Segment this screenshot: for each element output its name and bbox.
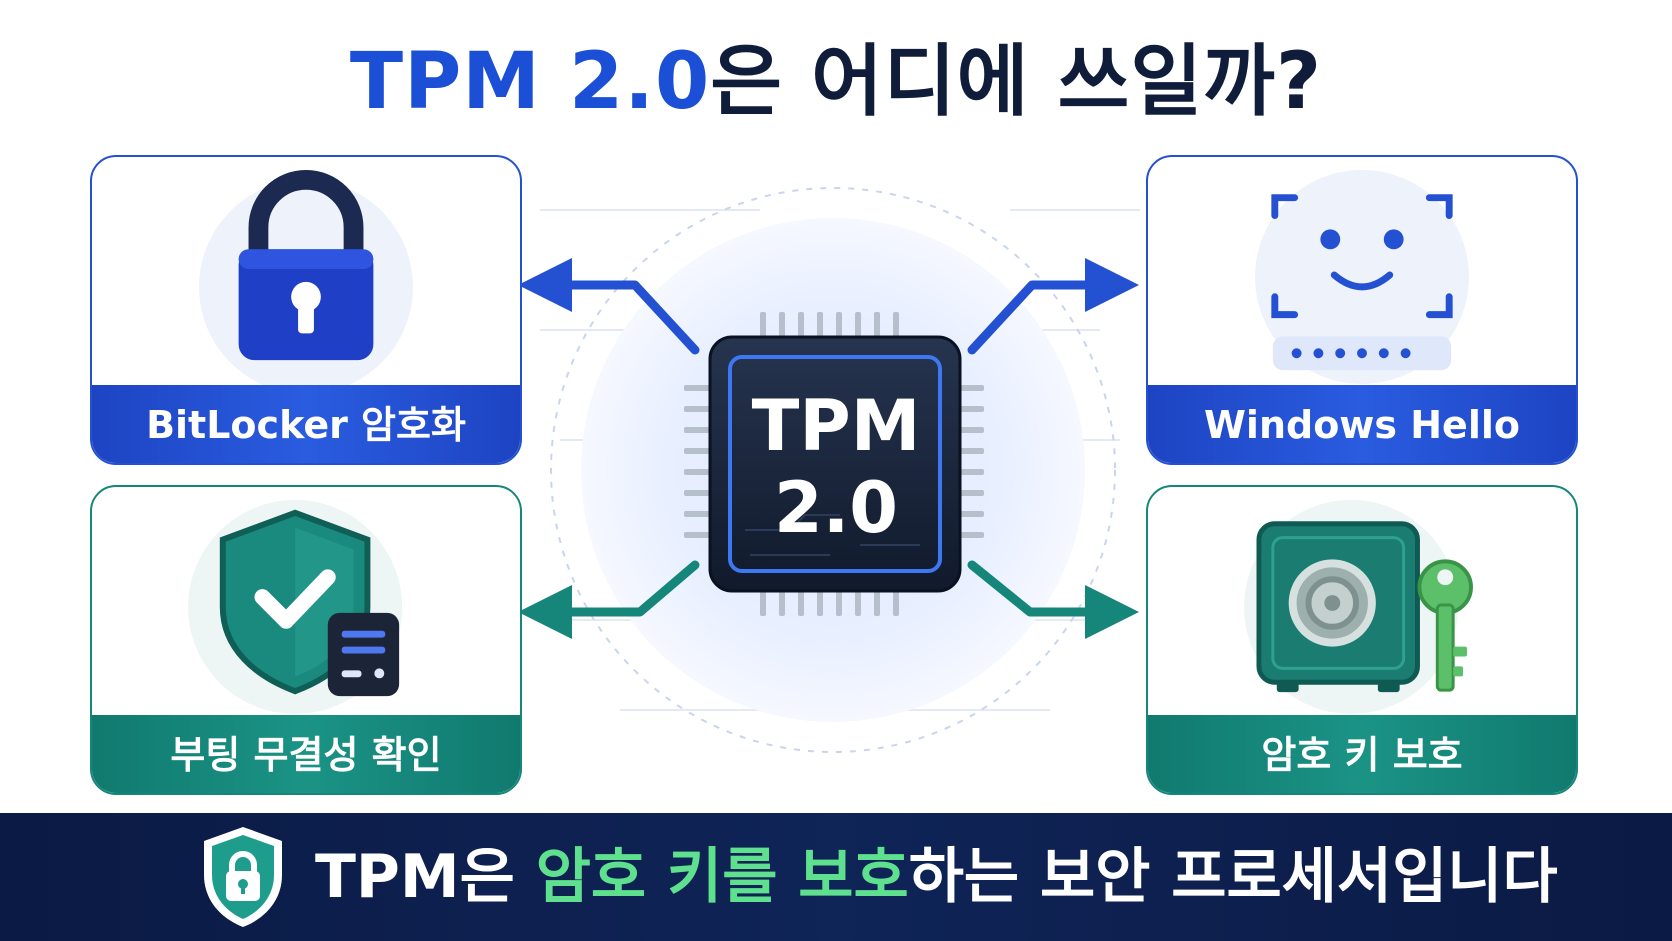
chip-label-line1: TPM (751, 385, 921, 467)
title-rest: 은 어디에 쓰일까? (710, 37, 1323, 127)
summary-text: TPM은 암호 키를 보호하는 보안 프로세서입니다 (315, 813, 1558, 941)
card-label-hello: Windows Hello (1148, 385, 1576, 463)
summary-part2: 하는 보안 프로세서입니다 (908, 842, 1558, 912)
chip-label: TPM 2.0 (712, 385, 960, 549)
card-key-protection: 암호 키 보호 (1146, 485, 1578, 795)
summary-highlight: 암호 키를 보호 (535, 842, 909, 912)
card-windows-hello: Windows Hello (1146, 155, 1578, 465)
tpm-chip-inner (728, 355, 942, 573)
shield-check-icon (188, 499, 403, 714)
face-recognition-icon (1255, 169, 1469, 384)
padlock-icon (199, 169, 413, 389)
tpm-chip (708, 335, 962, 593)
summary-banner: TPM은 암호 키를 보호하는 보안 프로세서입니다 (0, 813, 1672, 941)
chip-orbit (550, 187, 1116, 753)
card-bitlocker: BitLocker 암호화 (90, 155, 522, 465)
card-label-boot: 부팅 무결성 확인 (92, 715, 520, 793)
safe-key-icon (1244, 499, 1473, 714)
arrow-to-hello (967, 258, 1139, 355)
chip-label-line2: 2.0 (773, 467, 898, 549)
chip-pins (684, 312, 984, 616)
chip-inner-traces (745, 514, 920, 556)
card-label-bitlocker: BitLocker 암호화 (92, 385, 520, 463)
summary-part1: TPM은 (315, 842, 536, 912)
card-label-keys: 암호 키 보호 (1148, 715, 1576, 793)
card-boot-integrity: 부팅 무결성 확인 (90, 485, 522, 795)
shield-lock-icon (204, 827, 282, 927)
arrow-to-keys (967, 560, 1139, 639)
title-accent: TPM 2.0 (349, 37, 711, 127)
arrow-to-bitlocker (518, 258, 700, 355)
arrow-to-boot (518, 560, 700, 639)
page-title: TPM 2.0은 어디에 쓰일까? (0, 22, 1672, 142)
